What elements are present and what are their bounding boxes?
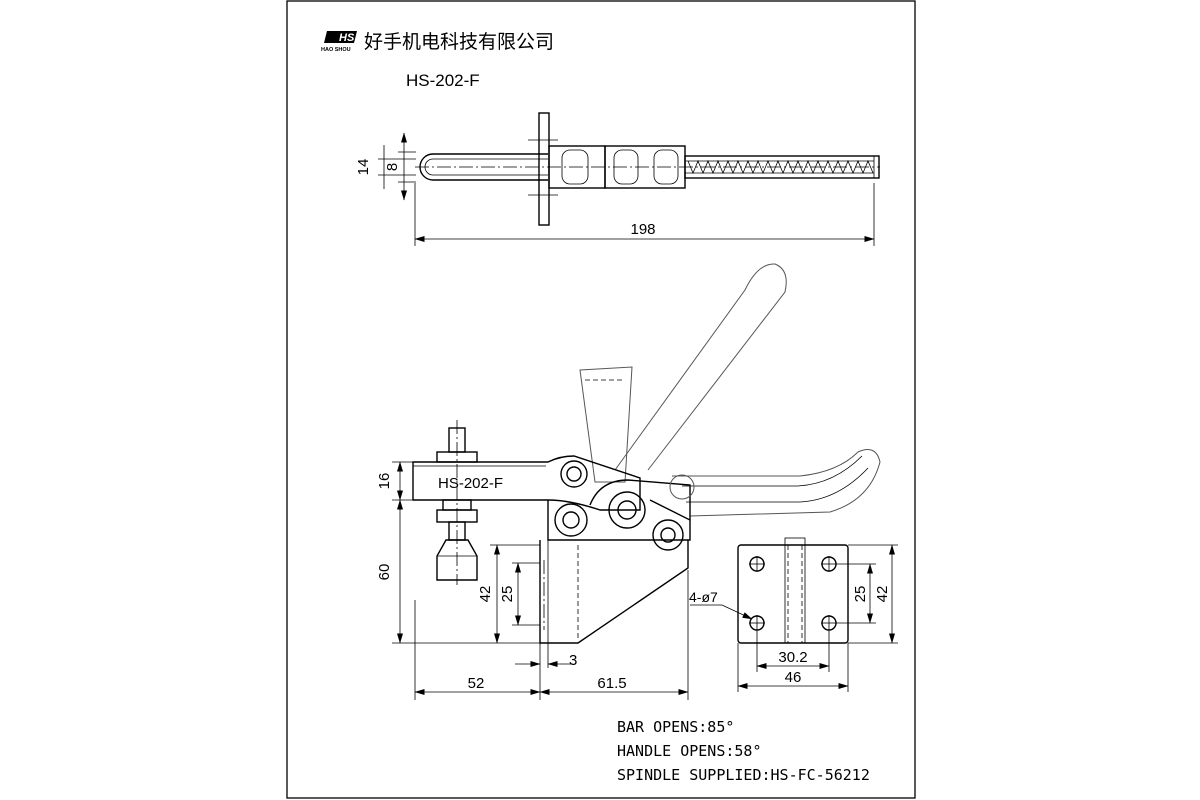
dim-hole-spacing-h: 30.2 bbox=[778, 649, 807, 666]
company-name: 好手机电科技有限公司 bbox=[364, 31, 554, 53]
spec-notes: BAR OPENS:85° HANDLE OPENS:58° SPINDLE S… bbox=[617, 718, 870, 784]
mounting-hole bbox=[821, 615, 837, 631]
dim-spindle-height: 16 bbox=[376, 473, 393, 490]
company-logo: HS HAO SHOU bbox=[321, 31, 357, 53]
dim-base-height: 42 bbox=[477, 586, 494, 603]
dim-width-inner: 8 bbox=[384, 163, 401, 171]
note-handle-opens: HANDLE OPENS:58° bbox=[617, 742, 762, 760]
mounting-hole bbox=[749, 615, 765, 631]
dim-hole-spacing: 25 bbox=[499, 586, 516, 603]
dim-height: 60 bbox=[376, 564, 393, 581]
mounting-hole bbox=[821, 556, 837, 572]
arm-label-box bbox=[436, 470, 506, 492]
dim-width-outer: 14 bbox=[355, 159, 372, 176]
base-view: 4-ø7 25 42 30.2 46 bbox=[689, 537, 898, 692]
mounting-hole bbox=[749, 556, 765, 572]
dim-height-v: 42 bbox=[874, 586, 891, 603]
note-spindle-supplied: SPINDLE SUPPLIED:HS-FC-56212 bbox=[617, 766, 870, 784]
svg-text:HAO SHOU: HAO SHOU bbox=[321, 47, 351, 53]
dim-length: 198 bbox=[630, 221, 655, 238]
hole-note: 4-ø7 bbox=[689, 589, 718, 605]
top-view: 14 8 198 bbox=[355, 112, 880, 246]
dim-hole-spacing-v: 25 bbox=[852, 586, 869, 603]
model-number: HS-202-F bbox=[406, 71, 480, 90]
dim-base-length: 61.5 bbox=[597, 675, 626, 692]
arm-label: HS-202-F bbox=[438, 475, 503, 492]
dim-base-thickness: 3 bbox=[569, 652, 577, 669]
svg-text:HS: HS bbox=[339, 32, 355, 44]
dim-reach: 52 bbox=[468, 675, 485, 692]
note-bar-opens: BAR OPENS:85° bbox=[617, 718, 734, 736]
drawing-border bbox=[286, 0, 916, 799]
side-view: HS-202-F 16 60 bbox=[376, 263, 881, 700]
dim-width-h: 46 bbox=[785, 669, 802, 686]
